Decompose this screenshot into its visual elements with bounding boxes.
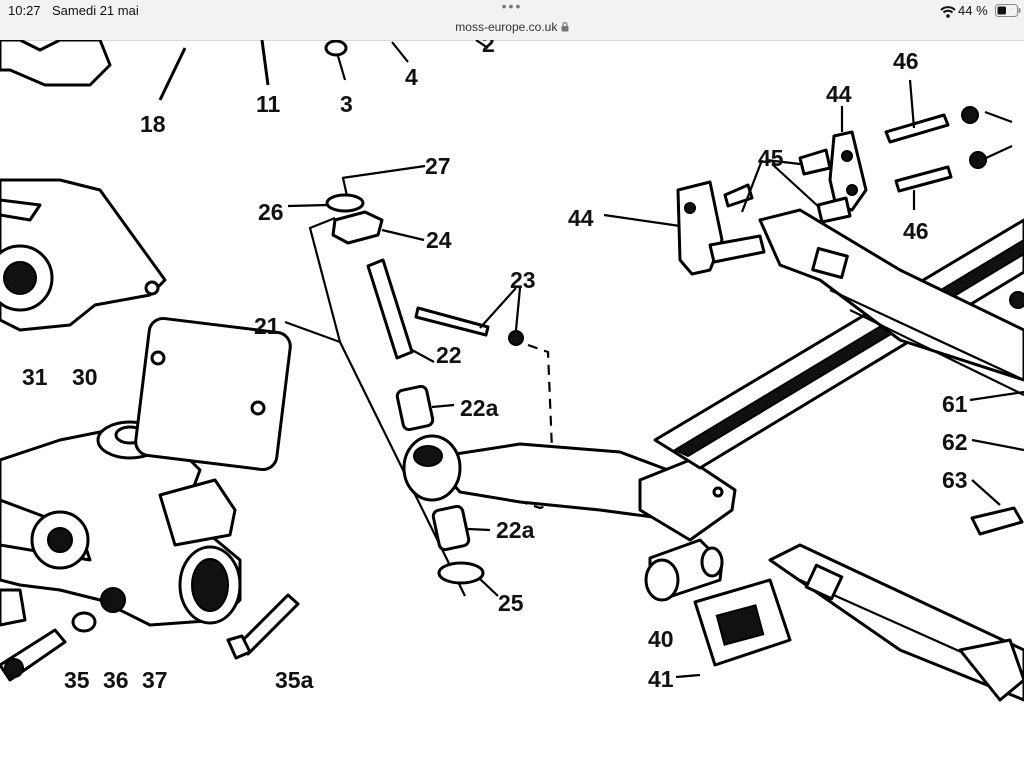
label-27: 27 (425, 153, 451, 179)
cover-plate-part-30 (134, 316, 292, 472)
label-45: 45 (758, 145, 784, 171)
leaf-spring-part-upper (758, 208, 1024, 396)
label-41: 41 (648, 666, 674, 692)
gearbox-housing-part (0, 40, 167, 332)
label-3: 3 (340, 91, 353, 117)
wifi-icon (940, 6, 956, 18)
label-61: 61 (942, 391, 968, 417)
washer-part-36 (71, 611, 97, 633)
nut-part-37 (100, 587, 126, 613)
stud-part-46-upper (884, 113, 950, 144)
label-44-left: 44 (568, 205, 594, 231)
multitask-dots-icon[interactable]: ••• (501, 0, 523, 14)
label-37: 37 (142, 667, 168, 693)
diagram-labels: 18 11 3 4 2 27 26 24 21 23 22 22a 22a 25… (22, 40, 968, 693)
rod-part-11 (260, 40, 270, 86)
bush-part-22a-upper (395, 384, 435, 432)
shackle-plate-part-44-right (828, 130, 868, 212)
bolt-part-45-upper (798, 148, 832, 176)
clock-time: 10:27 (8, 3, 41, 18)
label-31: 31 (22, 364, 48, 390)
label-24: 24 (426, 227, 452, 253)
label-18: 18 (140, 111, 166, 137)
label-22: 22 (436, 342, 462, 368)
parts-diagram: 18 11 3 4 2 27 26 24 21 23 22 22a 22a 25… (0, 40, 1024, 767)
pin-part-23 (414, 306, 490, 337)
label-35: 35 (64, 667, 90, 693)
bush-part-63 (970, 506, 1024, 536)
label-63: 63 (942, 467, 968, 493)
stud-part-46-lower (894, 165, 953, 193)
label-46-bottom: 46 (903, 218, 929, 244)
label-21: 21 (254, 313, 280, 339)
shaft-part-22 (366, 258, 414, 360)
label-22a-lower: 22a (496, 517, 535, 543)
leaf-spring-part-lower (768, 543, 1024, 702)
lock-icon (561, 22, 569, 32)
bolt-part-18 (158, 47, 187, 101)
label-23: 23 (510, 267, 536, 293)
label-2: 2 (482, 40, 495, 57)
label-30: 30 (72, 364, 98, 390)
battery-percentage: 44 % (958, 3, 988, 18)
rubber-bush-part-40 (644, 538, 724, 602)
bolt-part-35 (0, 628, 67, 682)
label-25: 25 (498, 590, 524, 616)
status-bar: 10:27 Samedi 21 mai ••• moss-europe.co.u… (0, 0, 1024, 41)
label-11: 11 (256, 91, 281, 117)
washer-part-26 (325, 193, 365, 213)
address-bar[interactable]: moss-europe.co.uk (0, 20, 1024, 34)
bush-part-22a-lower (431, 504, 471, 552)
url-text: moss-europe.co.uk (455, 20, 558, 34)
label-22a-upper: 22a (460, 395, 499, 421)
pad-part-41 (693, 578, 792, 667)
label-40: 40 (648, 626, 674, 652)
battery-icon (995, 4, 1021, 17)
label-46-top: 46 (893, 48, 919, 74)
label-36: 36 (103, 667, 129, 693)
pedal-arm-part (402, 434, 737, 542)
label-35a: 35a (275, 667, 314, 693)
label-26: 26 (258, 199, 284, 225)
label-44-right: 44 (826, 81, 852, 107)
label-4: 4 (405, 64, 418, 90)
nut-part-3 (324, 40, 348, 57)
nut-part-24 (331, 210, 384, 245)
bolt-part-45-lower (816, 196, 852, 224)
status-date: Samedi 21 mai (52, 3, 139, 18)
bolt-part-35a (226, 593, 300, 660)
label-62: 62 (942, 429, 968, 455)
washer-part-25 (437, 561, 485, 585)
